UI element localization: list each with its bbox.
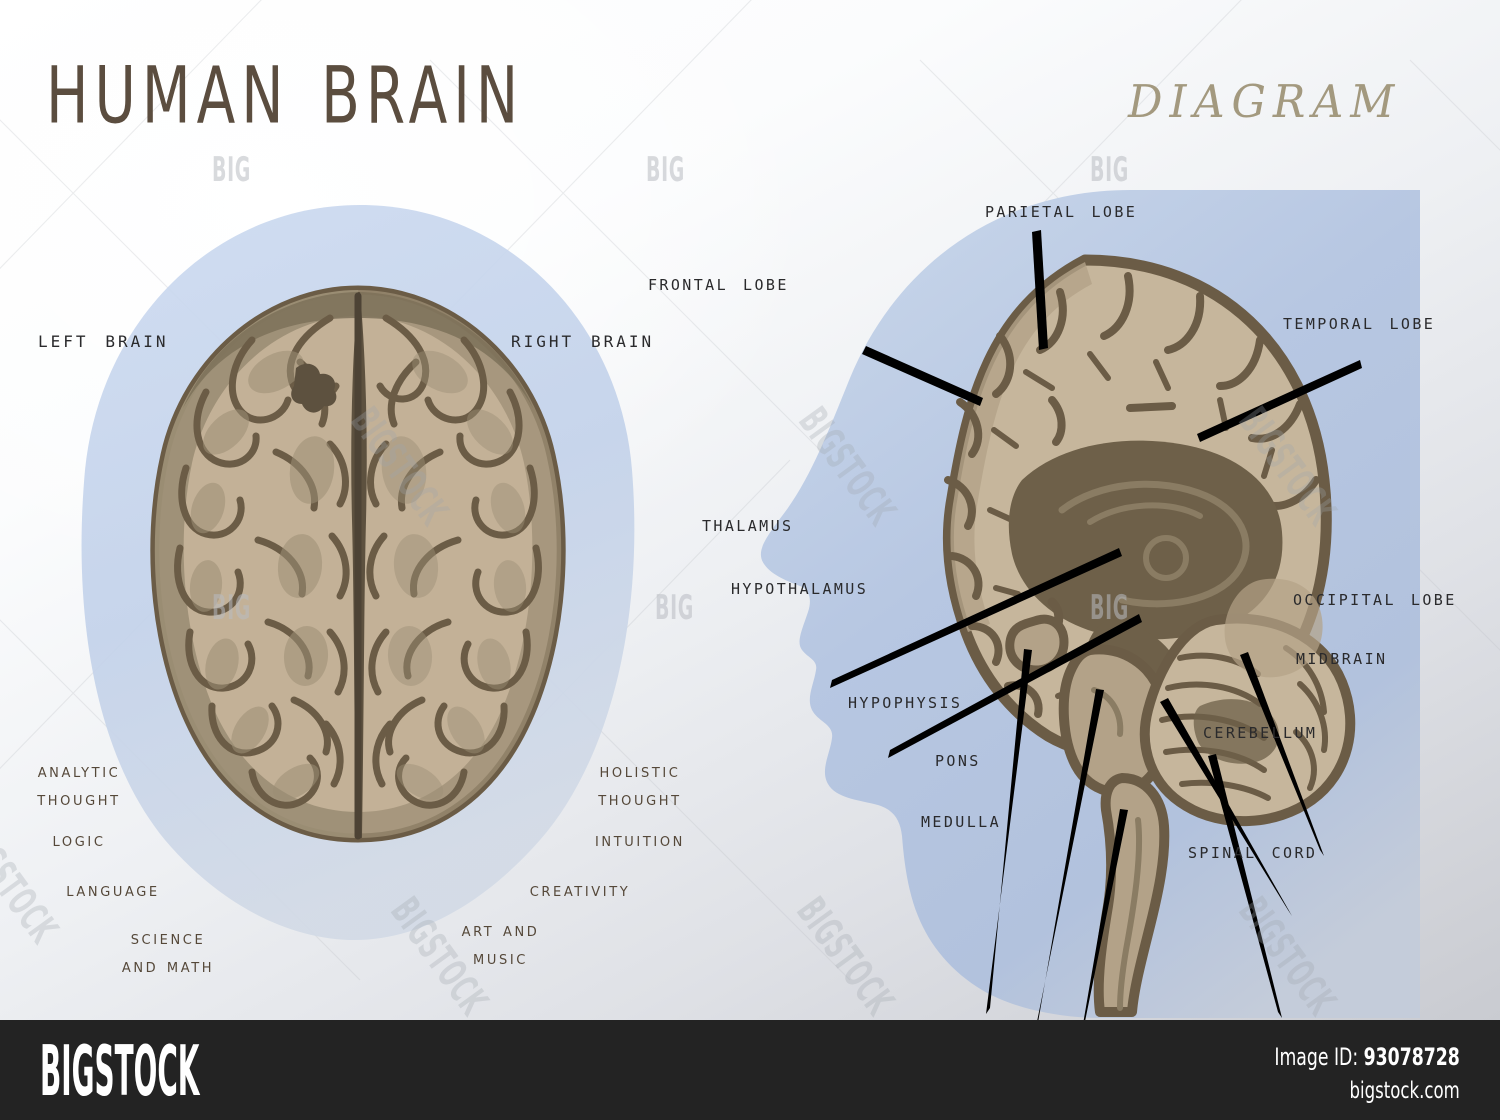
trait-creativity: Creativity [529,879,631,901]
top-view-brain-illustration [81,205,635,940]
label-left-brain: Left Brain [38,327,169,353]
footer-bar [0,1020,1500,1120]
label-hypothalamus: Hypothalamus [731,575,869,599]
trait-intuition: Intuition [595,829,685,851]
watermark-big: BIG [1090,150,1129,190]
label-temporal-lobe: Temporal Lobe [1283,310,1436,334]
image-id-value: 93078728 [1363,1043,1460,1071]
label-frontal-lobe: Frontal Lobe [648,271,789,295]
trait-language: Language [66,879,160,901]
label-thalamus: Thalamus [702,512,794,536]
title-sub: Diagram [1128,56,1402,133]
label-medulla: Medulla [921,808,1002,832]
site-url: bigstock.com [1349,1078,1460,1104]
watermark-big: BIG [1090,588,1129,628]
image-id-prefix: Image ID: [1274,1043,1364,1071]
title-main: Human Brain [46,17,525,150]
page-title: Human Brain [46,28,602,140]
label-spinal-cord: Spinal Cord [1188,839,1318,863]
label-hypophysis: Hypophysis [848,689,963,713]
trait-science-and-math: Science and Math [121,927,215,977]
trait-art-and-music: Art and Music [461,919,540,969]
label-midbrain: Midbrain [1296,645,1388,669]
label-pons: Pons [935,747,981,771]
trait-line: Analytic Thought [37,760,121,810]
watermark-big: BIG [646,150,685,190]
label-cerebellum: Cerebellum [1203,719,1318,743]
label-parietal-lobe: Parietal Lobe [985,198,1138,222]
trait-holistic-thought: Holistic Thought [598,760,682,810]
label-right-brain: Right Brain [511,327,655,353]
trait-logic: Logic [52,829,106,851]
label-occipital-lobe: Occipital Lobe [1293,586,1457,610]
watermark-big: BIG [655,588,694,628]
bigstock-logo: BIGSTOCK [40,1030,200,1113]
watermark-big: BIG [212,150,251,190]
trait-analytic-thought: Analytic Thought [14,758,144,813]
image-id: Image ID: 93078728 [1275,1043,1460,1071]
sagittal-brain-illustration [760,190,1420,1020]
watermark-big: BIG [212,588,251,628]
